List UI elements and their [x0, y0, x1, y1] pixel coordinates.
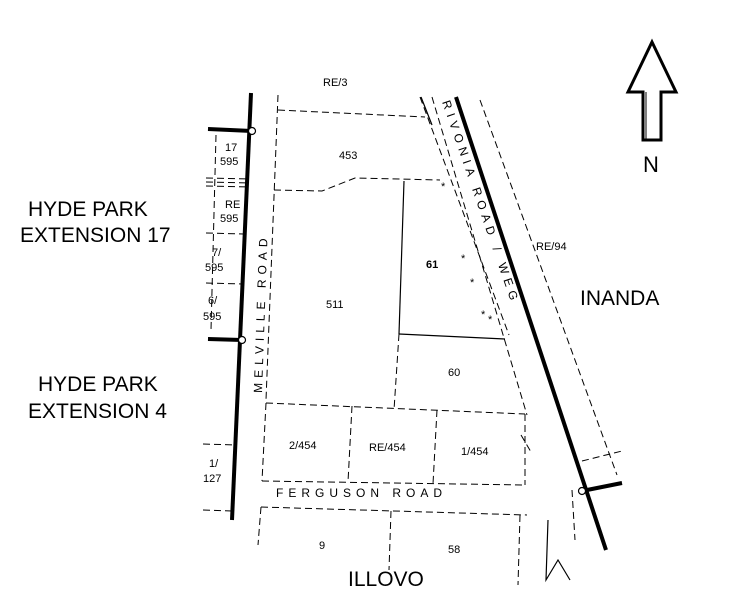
road-label-melville: MELVILLE ROAD	[251, 233, 271, 393]
boundary-markers: * * * * *	[441, 181, 493, 326]
erf-label-7-595-top: 7/	[212, 247, 222, 259]
erf-label-6-595-bottom: 595	[203, 311, 221, 323]
rivonia-road-line	[419, 96, 623, 551]
svg-text:*: *	[441, 181, 446, 193]
erf-label-9: 9	[319, 540, 325, 552]
erf-label-re-454: RE/454	[369, 442, 406, 454]
area-label-hyde-park-ext17-line1: HYDE PARK	[28, 198, 148, 221]
melville-road-line	[207, 92, 257, 521]
north-label: N	[643, 152, 659, 177]
erf-label-453: 453	[339, 150, 357, 162]
erf-label-6-595-top: 6/	[208, 295, 218, 307]
area-label-hyde-park-ext17-line2: EXTENSION 17	[20, 224, 171, 247]
erf-label-re3: RE/3	[323, 77, 347, 89]
svg-text:*: *	[481, 309, 486, 321]
road-label-rivonia: RIVONIA ROAD / WEG	[439, 98, 522, 306]
area-label-hyde-park-ext4-line1: HYDE PARK	[38, 373, 158, 396]
area-label-illovo: ILLOVO	[348, 568, 424, 591]
erf-label-re-595-bottom: 595	[220, 213, 238, 225]
erf-label-1-127-bottom: 127	[203, 473, 221, 485]
erf-label-17-595-top: 17	[225, 142, 237, 154]
erf-label-58: 58	[448, 544, 460, 556]
erf-label-511: 511	[326, 299, 344, 311]
north-arrow-icon	[625, 38, 679, 142]
erf-label-1-127-top: 1/	[209, 458, 219, 470]
erf-label-7-595-bottom: 595	[205, 262, 223, 274]
area-label-inanda: INANDA	[580, 287, 659, 310]
erf-label-60: 60	[448, 367, 460, 379]
erf-label-2-454: 2/454	[289, 440, 317, 452]
erf-label-17-595-bottom: 595	[220, 156, 238, 168]
erf-boundaries	[202, 94, 623, 586]
svg-text:*: *	[488, 314, 493, 326]
area-label-hyde-park-ext4-line2: EXTENSION 4	[28, 400, 167, 423]
svg-text:*: *	[461, 253, 466, 265]
road-label-ferguson: FERGUSON ROAD	[276, 486, 447, 500]
erf-label-1-454: 1/454	[461, 446, 489, 458]
erf-label-re94: RE/94	[536, 241, 567, 253]
erf-label-61: 61	[426, 259, 438, 271]
svg-text:*: *	[470, 277, 475, 289]
erf-label-re-595-top: RE	[225, 199, 240, 211]
